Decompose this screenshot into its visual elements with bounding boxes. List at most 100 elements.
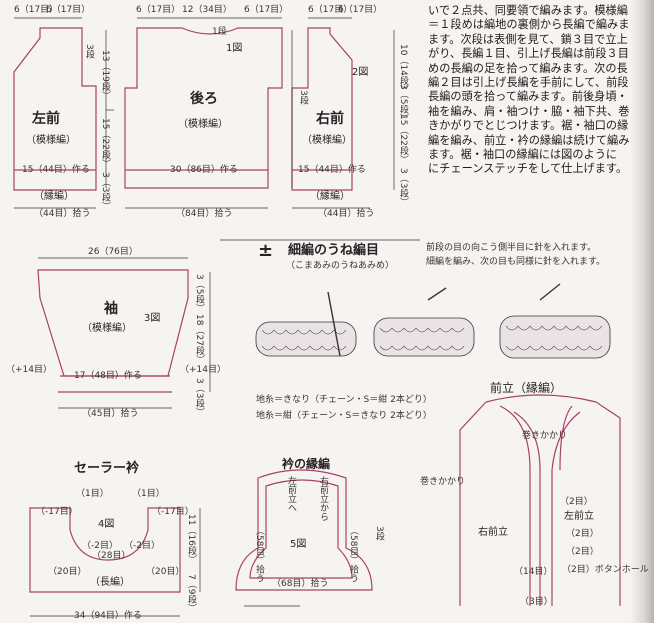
sailor-collar-mark-1: （1目） — [76, 489, 109, 499]
sleeve-inc-left: （+14目） — [6, 365, 52, 375]
front-band-n2c: （2目） — [566, 547, 599, 557]
left-front-pick: （44目）拾う — [34, 209, 91, 219]
stitch-reading: （こまあみのうねあみめ） — [286, 261, 395, 271]
front-band-whip-1: 巻きかかり — [522, 431, 568, 441]
back-cast-on: 30（86目）作る — [170, 165, 238, 175]
collar-edging-title: 衿の縁編 — [282, 457, 331, 471]
left-front-top-width-2: 6（17目） — [46, 5, 91, 15]
left-front-height-2: 15（22段） — [100, 118, 110, 168]
collar-edging-left-label: 左前立へ — [286, 476, 296, 512]
stitch-symbol: ± — [258, 240, 274, 261]
instruction-line: 袖を編み、肩・袖つけ・脇・袖下共、巻 — [428, 104, 630, 118]
right-front-depth: 3段 — [298, 90, 308, 105]
sailor-collar-outline — [29, 507, 181, 593]
back-figure-num: 1図 — [226, 43, 243, 54]
sleeve-height-top: 3（5段） — [194, 274, 204, 313]
sleeve-height-mid: 18（27段） — [194, 314, 204, 364]
front-band-n14: （14目） — [514, 567, 553, 577]
instruction-line: めの長編の足を拾って編みます。次の長 — [428, 61, 628, 75]
sailor-collar-side-left: （-17目） — [36, 507, 78, 517]
stitch-desc-2: 細編を編み、次の目も同様に針を入れます。 — [426, 257, 606, 267]
front-band-n2b: （2目） — [566, 529, 599, 539]
yarn-note-2: 地糸＝紺（チェーン・S＝きなり 2本どり） — [256, 411, 432, 421]
sailor-collar-right-20: （20目） — [146, 567, 185, 577]
sailor-collar-figure-num: 4図 — [98, 519, 115, 530]
front-band-n2a: （2目） — [560, 497, 593, 507]
right-front-bottom-height: 3（3段） — [398, 168, 408, 207]
instruction-line: きかがりでとじつけます。裾・袖口の縁 — [428, 119, 629, 133]
sailor-collar-inner-2: （-2目） — [124, 541, 160, 551]
left-front-edging: （縁編） — [34, 191, 74, 202]
right-front-top-width-2: 6（17目） — [338, 5, 383, 15]
sailor-collar-stitch: （長編） — [90, 577, 130, 588]
right-front-height-2: 3（5段） — [398, 84, 408, 123]
back-outline — [124, 27, 283, 189]
collar-edging-pick-58b: （58目）拾う — [348, 526, 358, 583]
front-band-outline — [485, 394, 621, 606]
right-front-top-width-1: 6（17目） — [308, 5, 353, 15]
instruction-line: ます。裾・袖口の縁編には図のように — [428, 148, 618, 162]
sailor-collar-inner-1: （-2目） — [82, 541, 118, 551]
left-front-outline — [13, 27, 97, 191]
right-front-pick: （44目）拾う — [318, 209, 375, 219]
front-band-left-front: 左前立 — [564, 511, 594, 522]
sailor-collar-mid: （28目） — [92, 551, 131, 561]
sleeve-top-width: 26（76目） — [88, 247, 138, 257]
left-front-pattern: （模様編） — [26, 135, 76, 146]
sleeve-inc-right: （+14目） — [180, 365, 226, 375]
collar-edging-pick-68: （68目）拾う — [272, 579, 329, 589]
right-front-height-1: 10（14段） — [398, 44, 408, 94]
back-pattern: （模様編） — [178, 119, 228, 130]
sleeve-figure-num: 3図 — [144, 313, 161, 324]
right-front-label: 右前 — [316, 111, 344, 127]
instruction-line: ＝１段めは編地の裏側から長編で編みま — [428, 18, 630, 32]
collar-edging-right-label: 右前立から — [318, 476, 328, 521]
back-top-left: 6（17目） — [136, 5, 181, 15]
sailor-collar-title: セーラー衿 — [74, 461, 140, 476]
sailor-collar-height-1: 11（16段） — [186, 514, 196, 564]
front-band-buttonhole: （2目）ボタンホール — [562, 565, 649, 575]
left-front-height-1: 13（19段） — [100, 50, 110, 100]
instruction-line: いで２点共、同要領で編みます。模様編 — [428, 4, 628, 17]
instructions-text: いで２点共、同要領で編みます。模様編 ＝１段めは編地の裏側から長編で編みま ます… — [428, 4, 644, 177]
collar-edging-outline — [235, 469, 373, 591]
right-front-outline — [291, 27, 353, 191]
front-band-n3: （3目） — [520, 597, 553, 607]
left-front-cast-on: 15（44目）作る — [22, 165, 90, 175]
sleeve-cast-on: 17（48目）作る — [74, 371, 142, 381]
back-pick: （84目）拾う — [176, 209, 233, 219]
back-top-mid: 12（34目） — [182, 5, 232, 15]
sailor-collar-height-2: 7（9段） — [186, 574, 196, 613]
right-front-cast-on: 15（44目）作る — [298, 165, 366, 175]
collar-edging-rows: 3段 — [374, 526, 384, 541]
sleeve-height-bottom: 3（3段） — [194, 378, 204, 417]
collar-edging-pick-58a: （58目）拾う — [254, 526, 264, 583]
right-front-height-3: 15（22段） — [398, 114, 408, 164]
back-label: 後ろ — [190, 91, 218, 107]
instruction-line: にチェーンステッチをして仕上げます。 — [428, 162, 628, 176]
yarn-note-1: 地糸＝きなり（チェーン・S＝紺 2本どり） — [256, 395, 432, 405]
page-edge-shadow — [630, 0, 654, 623]
stitch-desc-1: 前段の目の向こう側半目に針を入れます。 — [426, 243, 597, 253]
sailor-collar-side-right: （-17目） — [152, 507, 194, 517]
stitch-illustrations — [255, 283, 611, 359]
stitch-title: 細編のうね編目 — [288, 243, 380, 258]
right-front-figure-num: 2図 — [352, 67, 369, 78]
left-front-depth: 3段 — [84, 44, 94, 59]
front-band-title: 前立（縁編） — [490, 381, 563, 395]
sailor-collar-mark-2: （1目） — [132, 489, 165, 499]
instruction-line: 長編の頭を拾って編みます。前後身頃・ — [428, 90, 628, 104]
left-front-label: 左前 — [32, 111, 60, 127]
sailor-collar-left-20: （20目） — [48, 567, 87, 577]
back-neck-depth: 1段 — [212, 27, 227, 37]
instruction-line: がり、長編１目、引上げ長編は前段３目 — [428, 47, 629, 61]
left-front-height-3: 3（3段） — [100, 172, 110, 211]
front-band-whip-2: 巻きかかり — [420, 477, 466, 487]
right-front-edging: （縁編） — [310, 191, 350, 202]
right-front-pattern: （模様編） — [302, 135, 352, 146]
left-front-top-width-1: 6（17目） — [14, 5, 59, 15]
instruction-line: 編を編み、前立・衿の縁編は続けて編み — [428, 133, 630, 147]
sleeve-pick: （45目）拾う — [82, 409, 139, 419]
back-top-right: 6（17目） — [244, 5, 289, 15]
